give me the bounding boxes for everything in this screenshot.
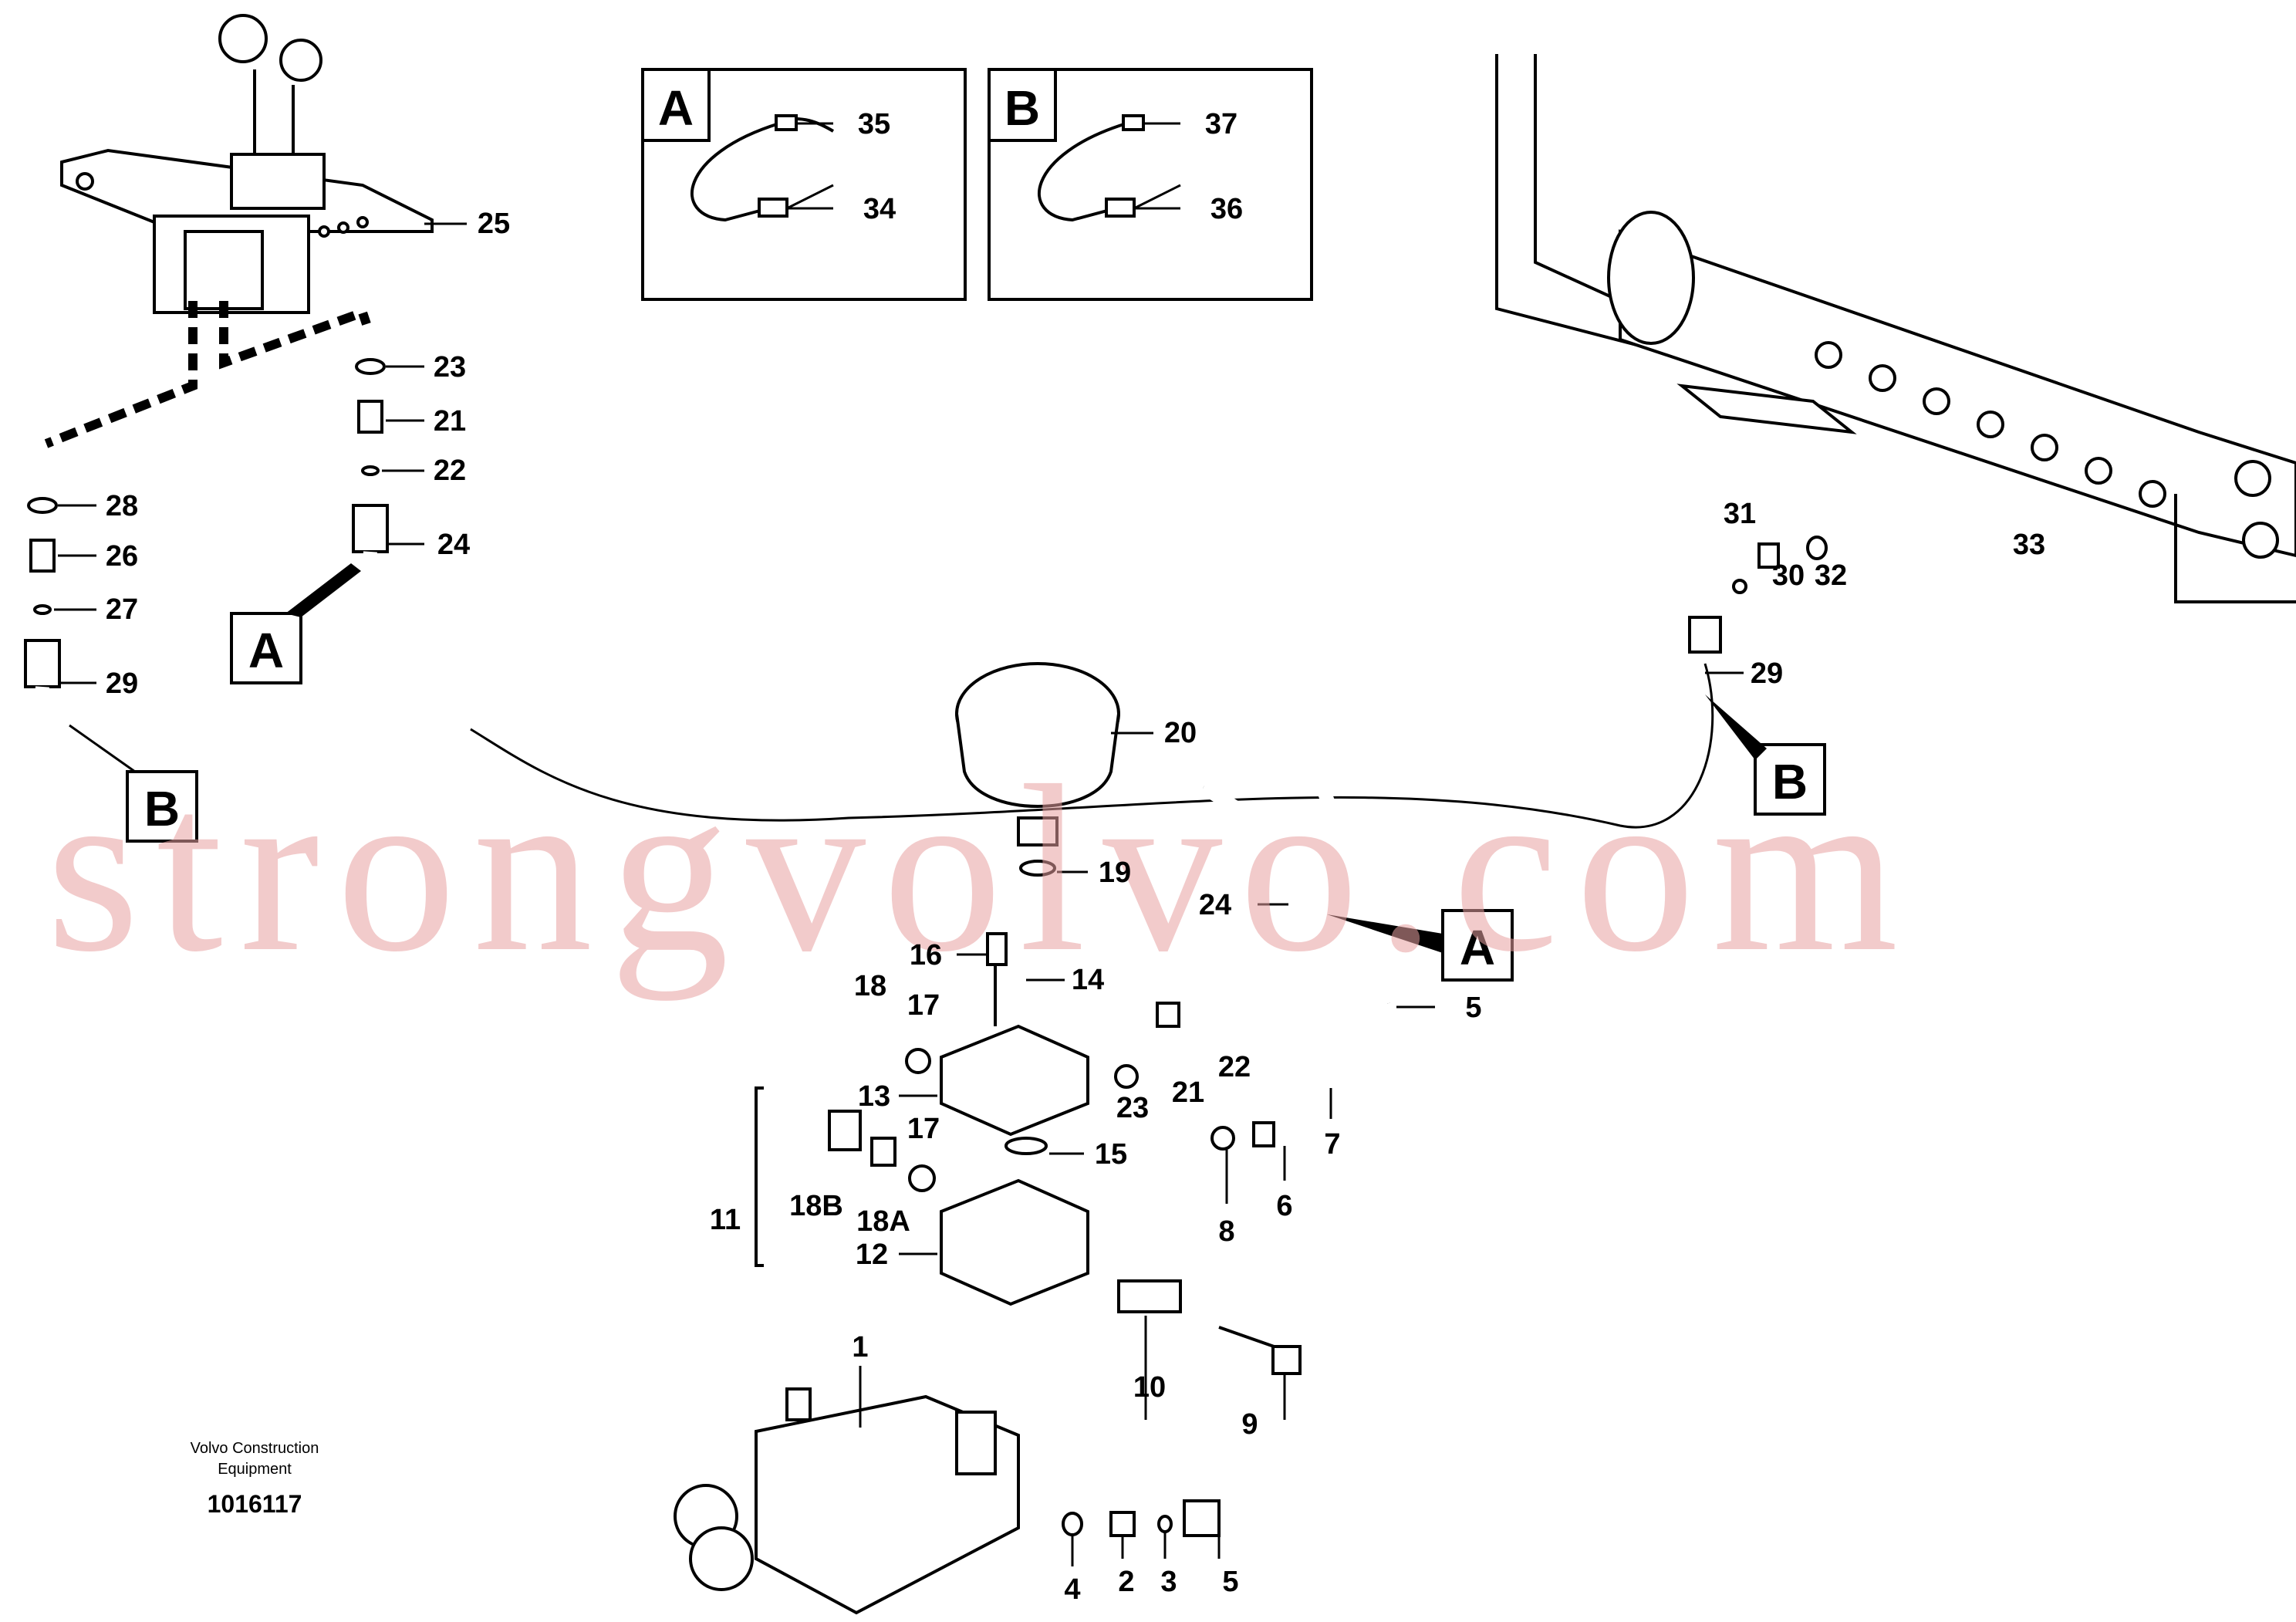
watermark: strongvolvo.com (46, 737, 1915, 1002)
callout-36: 36 (1210, 193, 1243, 225)
callout-29-right: 29 (1751, 657, 1783, 690)
callout-31: 31 (1724, 498, 1756, 530)
callout-26: 26 (106, 540, 138, 573)
callout-35: 35 (858, 108, 890, 140)
callout-16: 16 (910, 939, 942, 972)
callout-23-mid: 23 (1116, 1092, 1149, 1124)
callout-34: 34 (863, 193, 896, 225)
callout-19: 19 (1099, 857, 1131, 889)
company-name-line1: Volvo Construction (191, 1440, 319, 1457)
drawing-footer: Volvo Construction Equipment 1016117 (191, 1440, 319, 1518)
callout-4: 4 (1064, 1573, 1080, 1606)
callout-10: 10 (1133, 1371, 1166, 1404)
callout-21-mid: 21 (1172, 1076, 1204, 1109)
boom-cylinder (1495, 54, 2296, 603)
callout-24-left: 24 (437, 529, 470, 561)
callout-11: 11 (710, 1204, 741, 1236)
callout-18a: 18A (856, 1205, 910, 1238)
callout-28: 28 (106, 490, 138, 522)
callout-7: 7 (1324, 1128, 1340, 1161)
ref-b-right-label: B (1772, 754, 1808, 809)
reference-box-a-right: A (1327, 909, 1514, 982)
callout-18: 18 (854, 970, 886, 1002)
ref-b-left-label: B (144, 781, 180, 836)
callout-22-mid: 22 (1218, 1051, 1251, 1083)
callout-15: 15 (1095, 1138, 1127, 1171)
callout-33: 33 (2013, 529, 2045, 561)
bolt-and-spacer (1117, 1279, 1302, 1375)
ref-a-left-label: A (248, 623, 284, 678)
accumulator (955, 662, 1120, 877)
detail-box-b-label: B (1004, 80, 1040, 136)
detail-box-b: B (988, 68, 1313, 301)
callout-1: 1 (852, 1331, 868, 1363)
control-lever-unit (60, 14, 434, 314)
callout-14: 14 (1072, 964, 1104, 996)
drawing-number: 1016117 (208, 1490, 302, 1518)
callout-3: 3 (1160, 1566, 1177, 1598)
hydraulic-hoses (25, 551, 1828, 1519)
right-fittings (1688, 536, 1828, 654)
callout-8: 8 (1218, 1215, 1234, 1248)
callout-9: 9 (1241, 1408, 1258, 1441)
callout-21-top: 21 (434, 405, 466, 438)
detail-box-a: A (641, 68, 967, 301)
company-name-line2: Equipment (218, 1461, 292, 1478)
pilot-line-dashed-left (44, 301, 198, 448)
pilot-line-dashed-right (219, 301, 371, 370)
left-fittings (24, 358, 389, 688)
callout-6: 6 (1276, 1190, 1292, 1222)
reference-box-b-right: B (1705, 694, 1826, 816)
callout-numbers: 25 23 21 22 24 28 26 27 29 35 34 37 36 3… (106, 108, 2045, 1606)
callout-18b: 18B (789, 1190, 843, 1222)
leader-lines (54, 222, 1744, 1566)
reference-box-b-left: B (69, 724, 198, 843)
callout-30: 30 (1772, 559, 1805, 592)
callout-29-left: 29 (106, 667, 138, 700)
callout-23-top: 23 (434, 351, 466, 384)
callout-13: 13 (858, 1080, 890, 1113)
callout-5-lower: 5 (1222, 1566, 1238, 1598)
callout-24-right: 24 (1199, 889, 1231, 921)
detail-box-a-label: A (658, 80, 694, 136)
callout-17-top: 17 (907, 989, 940, 1022)
callout-20: 20 (1164, 717, 1197, 749)
callout-5-upper: 5 (1465, 992, 1481, 1024)
callout-22-top: 22 (434, 454, 466, 487)
callout-25: 25 (478, 208, 510, 240)
callout-2: 2 (1118, 1566, 1134, 1598)
callout-32: 32 (1815, 559, 1847, 592)
valve-blocks (755, 932, 1275, 1306)
callout-12: 12 (856, 1238, 888, 1271)
callout-17-bottom: 17 (907, 1113, 940, 1145)
reference-box-a-left: A (230, 563, 361, 684)
ref-a-right-label: A (1460, 920, 1495, 975)
callout-27: 27 (106, 593, 138, 626)
callout-37: 37 (1205, 108, 1237, 140)
main-valve (674, 1387, 1221, 1615)
